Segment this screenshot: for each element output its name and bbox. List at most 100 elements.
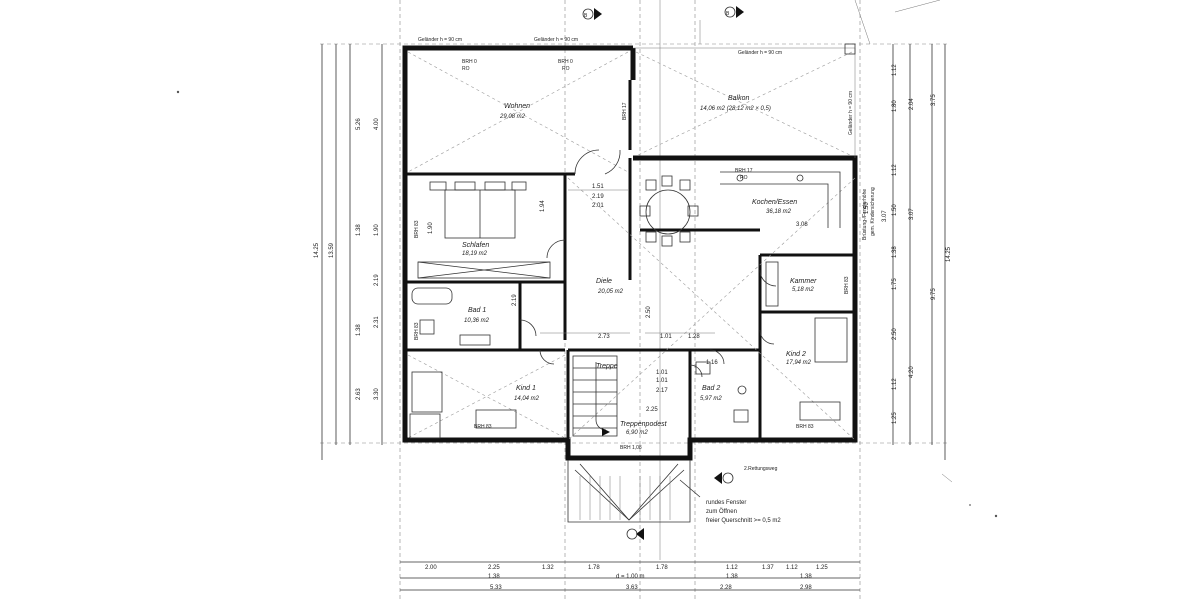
room-area: 14,04 m2 (514, 396, 540, 402)
room-area: 29,08 m2 (499, 114, 526, 120)
svg-text:1.50: 1.50 (864, 202, 870, 214)
room-name: Bad 1 (468, 307, 486, 314)
room-name: Treppe (596, 363, 618, 370)
svg-text:d = 1.00 m: d = 1.00 m (616, 574, 645, 580)
room-name: Schlafen (462, 242, 489, 249)
section-marker-top-right: B (724, 6, 744, 18)
svg-text:2.63: 2.63 (356, 388, 362, 400)
svg-text:2.50: 2.50 (646, 306, 652, 318)
svg-text:BRH 83: BRH 83 (844, 276, 850, 294)
svg-text:BRH 0: BRH 0 (558, 59, 573, 65)
svg-text:14.25: 14.25 (314, 242, 320, 258)
svg-text:3.30: 3.30 (374, 388, 380, 400)
svg-text:2.19: 2.19 (592, 194, 604, 200)
svg-text:1.78: 1.78 (656, 565, 668, 571)
room-name: Kammer (790, 278, 817, 285)
svg-text:1.80: 1.80 (892, 100, 898, 112)
svg-text:Brüstung-/Fensterhöhe: Brüstung-/Fensterhöhe (862, 189, 868, 240)
left-dimension-col-2: 5.26 1.38 1.38 2.63 (349, 44, 362, 445)
svg-text:BRH 83: BRH 83 (474, 424, 492, 430)
svg-text:B: B (726, 11, 730, 17)
svg-text:13.59: 13.59 (329, 242, 335, 258)
svg-text:3.08: 3.08 (796, 222, 808, 228)
svg-text:1.75: 1.75 (892, 278, 898, 290)
svg-text:1.38: 1.38 (800, 574, 812, 580)
room-name: Bad 2 (702, 385, 720, 392)
room-labels: Wohnen 29,08 m2 Balkon 14,06 m2 (28,12 m… (462, 95, 817, 436)
svg-text:5.33: 5.33 (490, 585, 502, 591)
svg-text:1.12: 1.12 (786, 565, 798, 571)
svg-text:2.50: 2.50 (892, 328, 898, 340)
svg-text:1.78: 1.78 (588, 565, 600, 571)
room-area: 14,06 m2 (28,12 m2 × 0,5) (700, 106, 771, 112)
svg-text:1.38: 1.38 (726, 574, 738, 580)
bottom-dimension-row-3: 5.33 3.63 2.28 2.98 (400, 585, 860, 591)
room-area: 10,36 m2 (464, 318, 490, 324)
fenster-note-2: zum Öffnen (706, 508, 737, 515)
svg-text:4.20: 4.20 (909, 366, 915, 378)
svg-text:3.07: 3.07 (882, 210, 888, 222)
room-area: 5,97 m2 (700, 396, 722, 402)
fenster-note-1: rundes Fenster (706, 500, 746, 506)
svg-text:1.16: 1.16 (706, 360, 718, 366)
room-diagonals (407, 51, 856, 441)
svg-text:1.38: 1.38 (356, 224, 362, 236)
fenster-note-3: freier Querschnitt >= 0,5 m2 (706, 518, 781, 524)
svg-text:1.25: 1.25 (892, 412, 898, 424)
svg-text:BRH 83: BRH 83 (796, 424, 814, 430)
svg-text:14.25: 14.25 (946, 246, 952, 262)
room-area: 17,94 m2 (786, 360, 812, 366)
svg-text:BRH 1,08: BRH 1,08 (620, 445, 642, 451)
svg-text:3.75: 3.75 (931, 94, 937, 106)
svg-text:RO: RO (740, 175, 748, 181)
svg-text:Geländer h = 90 cm: Geländer h = 90 cm (848, 91, 854, 135)
svg-text:9.75: 9.75 (931, 288, 937, 300)
room-area: 6,90 m2 (626, 430, 648, 436)
svg-text:1.38: 1.38 (488, 574, 500, 580)
svg-text:2.28: 2.28 (720, 585, 732, 591)
room-name: Treppenpodest (620, 421, 668, 428)
svg-text:4.00: 4.00 (374, 118, 380, 130)
svg-text:1.01: 1.01 (656, 378, 668, 384)
svg-text:RO: RO (562, 66, 570, 72)
room-name: Balkon (728, 95, 750, 102)
svg-text:3.07: 3.07 (909, 208, 915, 220)
svg-text:2.Rettungsweg: 2.Rettungsweg (744, 466, 778, 472)
room-name: Wohnen (504, 103, 530, 110)
svg-text:1.37: 1.37 (762, 565, 774, 571)
svg-text:Geländer h = 90 cm: Geländer h = 90 cm (534, 37, 578, 43)
section-marker-top-left: B (582, 8, 602, 20)
svg-text:1.90: 1.90 (374, 224, 380, 236)
svg-text:Geländer h = 90 cm: Geländer h = 90 cm (418, 37, 462, 43)
left-dimension-col-3: 13.59 14.25 (314, 44, 337, 460)
svg-text:1.51: 1.51 (592, 184, 604, 190)
entrance-stair (567, 460, 691, 523)
section-marker-bottom-left (626, 528, 644, 540)
stairs (572, 355, 618, 437)
svg-text:1.01: 1.01 (660, 334, 672, 340)
svg-text:BRH 17: BRH 17 (622, 102, 628, 120)
svg-text:2.04: 2.04 (909, 98, 915, 110)
section-marker-bottom-right (714, 472, 734, 484)
svg-text:2.17: 2.17 (656, 388, 668, 394)
svg-text:2.73: 2.73 (598, 334, 610, 340)
svg-text:1.94: 1.94 (540, 200, 546, 212)
svg-text:BRH 83: BRH 83 (414, 322, 420, 340)
room-area: 5,18 m2 (792, 287, 814, 293)
svg-text:2.25: 2.25 (646, 407, 658, 413)
annotations: Geländer h = 90 cm Geländer h = 90 cm Ge… (414, 37, 876, 524)
svg-text:BRH 17: BRH 17 (735, 168, 753, 174)
svg-text:2.19: 2.19 (512, 294, 518, 306)
svg-text:gem. Kindersicherung: gem. Kindersicherung (870, 187, 876, 236)
svg-text:1.01: 1.01 (656, 370, 668, 376)
inner-walls (405, 80, 855, 440)
outer-walls (402, 43, 858, 461)
left-dimension-col-1: 4.00 1.90 2.19 2.31 3.30 (374, 44, 383, 445)
doors (519, 149, 777, 378)
svg-text:B: B (584, 13, 588, 19)
right-dimension-col-1: 1.12 1.80 1.12 1.50 1.38 1.75 2.50 1.12 … (892, 44, 898, 445)
bottom-dimension-row-1: 2.00 2.25 1.32 1.78 1.78 1.12 1.37 1.12 … (400, 561, 860, 571)
svg-text:1.25: 1.25 (816, 565, 828, 571)
construction-lines (320, 0, 950, 600)
svg-text:1.32: 1.32 (542, 565, 554, 571)
